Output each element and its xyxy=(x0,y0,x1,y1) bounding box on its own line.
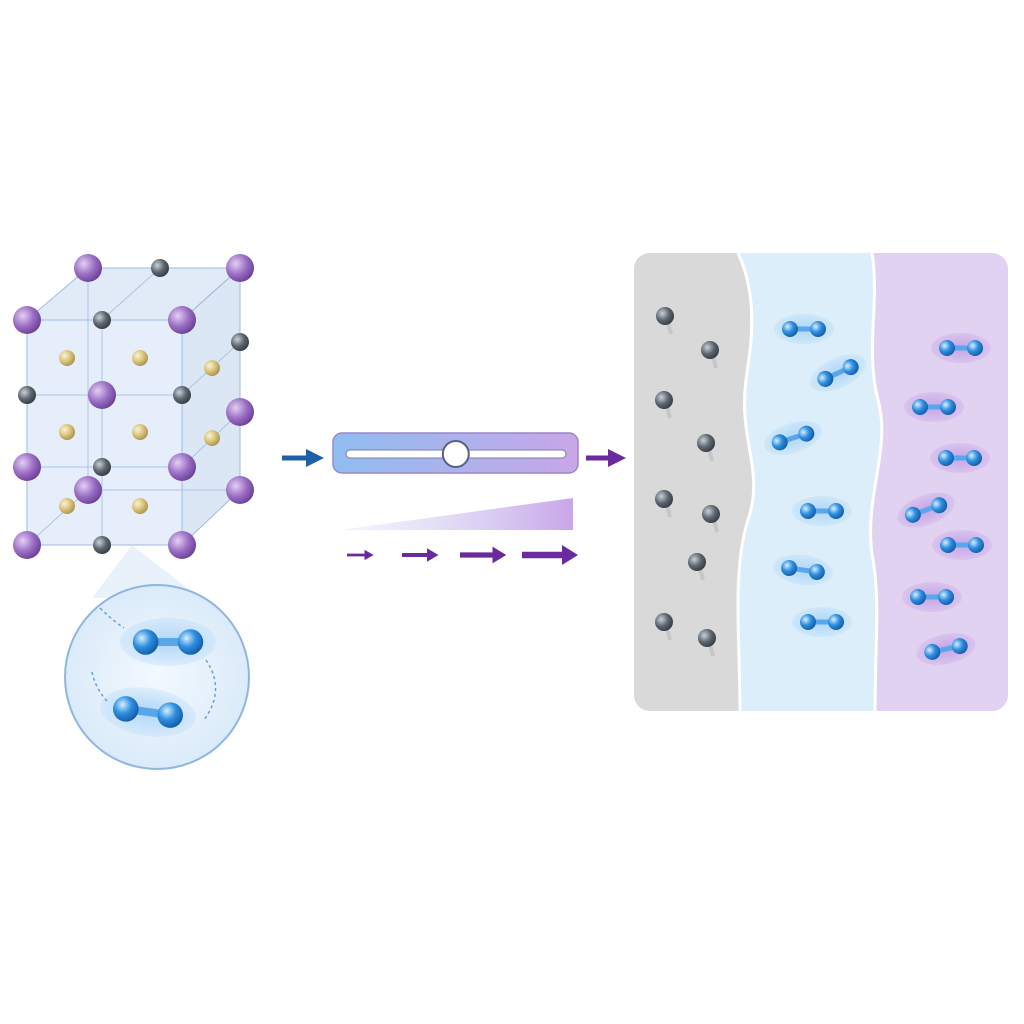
gray-atom xyxy=(93,536,111,554)
electron-pair-icon xyxy=(774,314,834,344)
single-atom xyxy=(698,629,716,647)
phase-region-gray xyxy=(634,253,754,711)
electron-pair-icon xyxy=(904,392,964,422)
gold-atom xyxy=(204,430,220,446)
gold-atom xyxy=(59,350,75,366)
single-atom xyxy=(701,341,719,359)
gray-atom xyxy=(18,386,36,404)
phase-boundary xyxy=(869,253,884,711)
single-atom xyxy=(656,307,674,325)
inset-circle xyxy=(64,584,250,770)
electron-pair-icon xyxy=(810,354,866,392)
single-atom xyxy=(688,553,706,571)
phase-panel xyxy=(634,253,1008,711)
cell-front-face xyxy=(26,319,183,546)
electron-pair-icon xyxy=(773,554,833,586)
gray-atom xyxy=(231,333,249,351)
ramp-arrow-icon xyxy=(402,548,439,562)
motion-arrow-icon xyxy=(203,659,217,721)
phase-boundary xyxy=(736,253,756,711)
gray-atom xyxy=(151,259,169,277)
single-atom xyxy=(697,434,715,452)
purple-atom xyxy=(168,531,196,559)
gold-atom xyxy=(59,498,75,514)
purple-atom xyxy=(74,254,102,282)
purple-atom xyxy=(13,531,41,559)
ramp-arrow-icon xyxy=(522,545,578,565)
lattice-atoms xyxy=(13,254,254,559)
purple-atom xyxy=(226,476,254,504)
gold-atom xyxy=(132,350,148,366)
single-atom xyxy=(702,505,720,523)
crystal-lattice xyxy=(13,254,254,598)
gray-atom xyxy=(173,386,191,404)
tuning-slider[interactable] xyxy=(332,432,579,474)
electron-pair-icon xyxy=(932,530,992,560)
electron-pair-icon xyxy=(902,582,962,612)
purple-atom xyxy=(88,381,116,409)
electron-pair-icon xyxy=(930,443,990,473)
electron-pair-icon xyxy=(792,496,852,526)
gray-atom xyxy=(93,311,111,329)
electron-pair-icon xyxy=(792,607,852,637)
purple-atom xyxy=(13,306,41,334)
zoom-inset xyxy=(64,584,250,770)
gray-atom xyxy=(93,458,111,476)
electron-pair-icon xyxy=(100,687,196,737)
right-arrow-icon xyxy=(586,449,626,467)
electron-pair-icon xyxy=(120,618,216,666)
gold-atom xyxy=(132,424,148,440)
gold-atom xyxy=(204,360,220,376)
electron-pair-icon xyxy=(931,333,991,363)
ramp-arrow-icon xyxy=(347,549,374,561)
gold-atom xyxy=(132,498,148,514)
gold-atom xyxy=(59,424,75,440)
electron-pair-icon xyxy=(764,420,822,456)
intensity-ramp xyxy=(340,498,573,530)
purple-atom xyxy=(226,254,254,282)
electron-pair-icon xyxy=(897,492,955,528)
purple-atom xyxy=(168,453,196,481)
single-atom xyxy=(655,613,673,631)
ramp-arrow-icon xyxy=(460,546,507,564)
single-atom xyxy=(655,490,673,508)
inset-pairs xyxy=(100,618,216,737)
motion-arrow-icon xyxy=(91,671,109,703)
purple-atom xyxy=(74,476,102,504)
purple-atom xyxy=(13,453,41,481)
phase-particles xyxy=(655,307,992,665)
zoom-connector xyxy=(92,545,200,598)
intensity-arrows xyxy=(347,545,578,565)
motion-arrow-icon xyxy=(99,607,125,629)
electron-pair-icon xyxy=(916,633,976,665)
slider-knob[interactable] xyxy=(441,440,470,468)
purple-atom xyxy=(226,398,254,426)
purple-atom xyxy=(168,306,196,334)
left-arrow-icon xyxy=(282,449,324,467)
single-atom xyxy=(655,391,673,409)
